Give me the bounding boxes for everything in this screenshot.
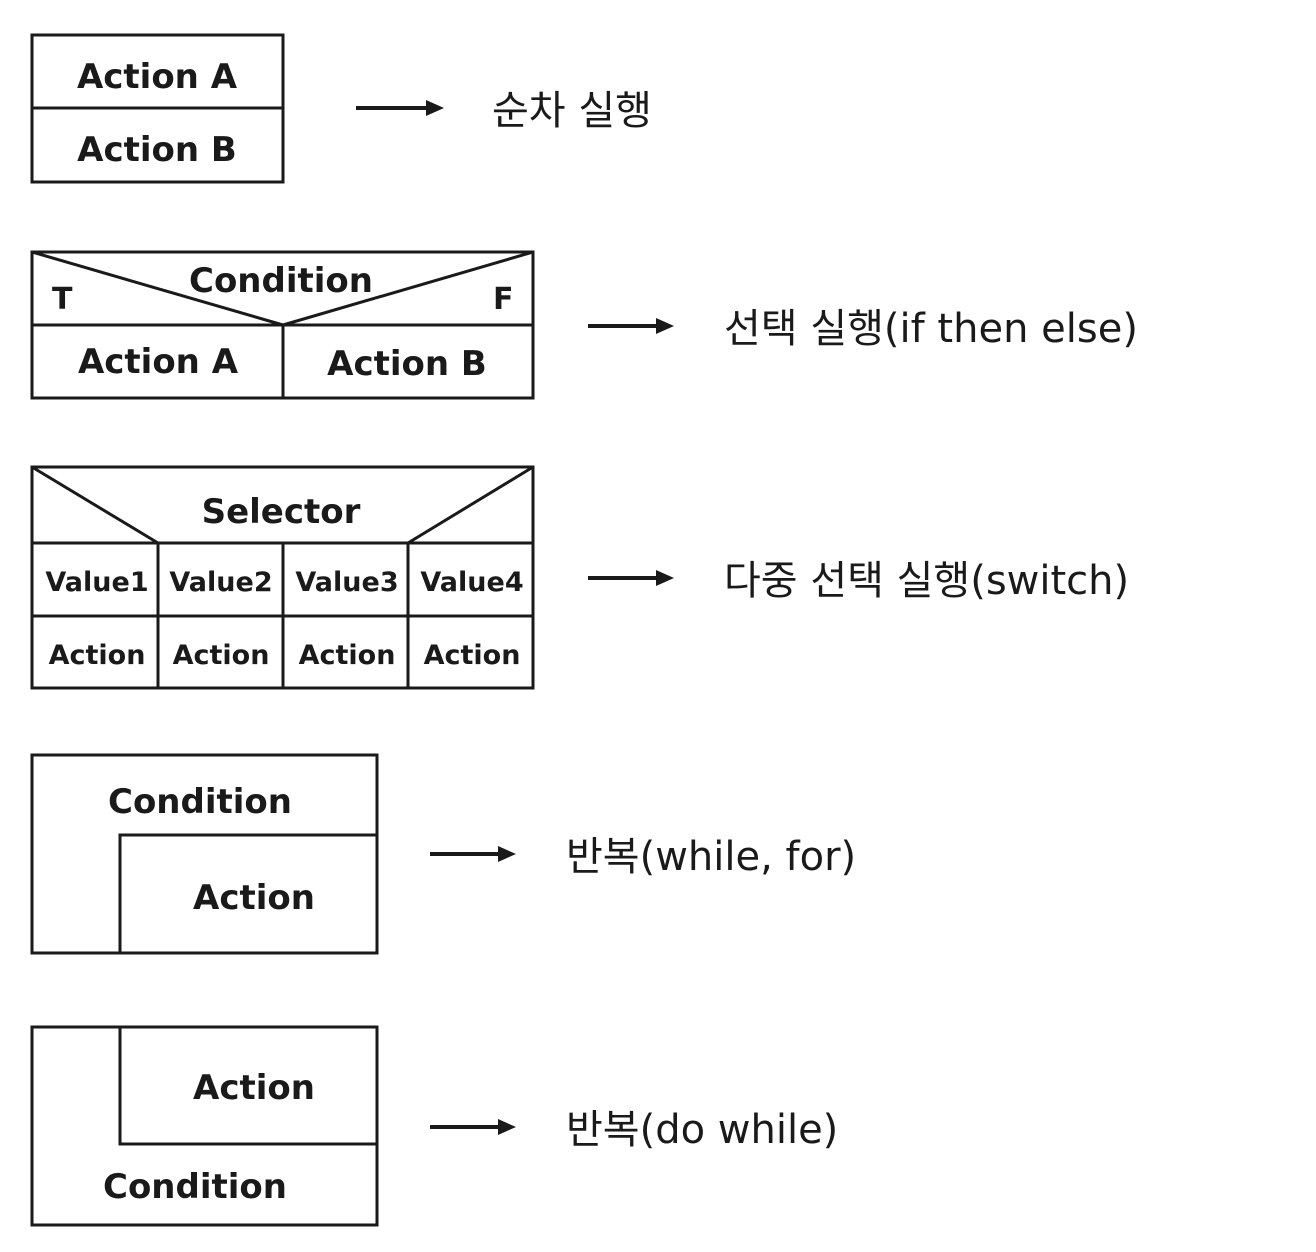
if-left-diagonal [31,250,284,327]
while-arrow-icon [430,846,516,862]
while-body-outline [118,833,377,953]
do-while-frame [30,1025,379,1227]
do-while-action: Action [193,1068,315,1108]
if-true-mark: T [52,282,73,317]
switch-label: 다중 선택 실행(switch) [724,558,1129,604]
if-then-else-block: Condition T F Action A Action B [30,250,535,400]
if-false-mark: F [493,282,514,317]
do-while-body-outline [118,1027,377,1146]
while-frame [30,753,379,955]
switch-action-2: Action [173,640,270,671]
switch-left-diagonal [31,465,159,545]
while-label: 반복(while, for) [566,834,856,880]
switch-arrow-icon [588,570,674,586]
if-action-a: Action A [78,342,239,382]
switch-action-3: Action [299,640,396,671]
if-label: 선택 실행(if then else) [724,306,1138,352]
sequence-action-b: Action B [77,130,237,170]
switch-value-3: Value3 [295,567,398,598]
do-while-block: Action Condition [30,1025,379,1227]
switch-block: Selector Value1 Value2 Value3 Value4 Act… [30,465,535,690]
switch-value-4: Value4 [420,567,523,598]
while-block: Condition Action [30,753,379,955]
sequence-arrow-icon [356,100,444,116]
do-while-arrow-icon [430,1119,516,1135]
while-condition: Condition [108,782,292,822]
switch-action-4: Action [424,640,521,671]
switch-value-2: Value2 [169,567,272,598]
if-action-b: Action B [327,344,487,384]
sequence-block: Action A Action B [30,33,285,184]
if-condition: Condition [189,261,373,301]
if-right-diagonal [282,250,534,327]
if-arrow-icon [588,318,674,334]
switch-value-1: Value1 [45,567,148,598]
switch-right-diagonal [407,465,534,545]
while-action: Action [193,878,315,918]
switch-selector: Selector [202,492,361,532]
do-while-label: 반복(do while) [566,1107,838,1153]
switch-action-1: Action [49,640,146,671]
sequence-action-a: Action A [77,57,238,97]
sequence-label: 순차 실행 [492,88,652,134]
do-while-condition: Condition [103,1167,287,1207]
